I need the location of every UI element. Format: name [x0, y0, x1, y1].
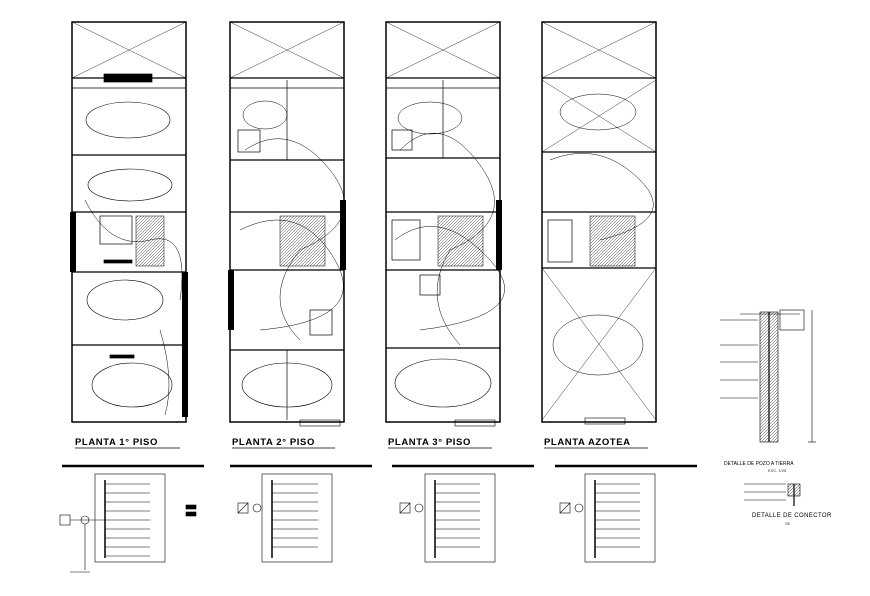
single-line-diagram-2 — [230, 464, 372, 563]
floor-plan-1 — [70, 21, 188, 423]
single-line-diagram-4 — [555, 464, 697, 563]
grounding-well-detail — [720, 309, 816, 443]
floor-title-3: PLANTA 3° PISO — [388, 437, 471, 448]
connector-detail-scale: SE — [785, 521, 791, 526]
single-line-diagram-3 — [392, 464, 534, 563]
single-line-diagram-1 — [59, 464, 204, 573]
grounding-detail-title: DETALLE DE POZO A TIERRA — [724, 461, 794, 467]
floor-plan-3 — [385, 21, 505, 427]
floor-plan-2 — [228, 21, 346, 427]
connector-detail-title: DETALLE DE CONECTOR — [752, 513, 832, 519]
floor-plan-roof — [541, 21, 657, 425]
connector-detail — [744, 483, 801, 506]
floor-title-1: PLANTA 1° PISO — [75, 437, 158, 448]
floor-title-roof: PLANTA AZOTEA — [544, 437, 631, 448]
grounding-detail-scale: ESC. 1/25 — [768, 468, 787, 473]
floor-title-2: PLANTA 2° PISO — [232, 437, 315, 448]
